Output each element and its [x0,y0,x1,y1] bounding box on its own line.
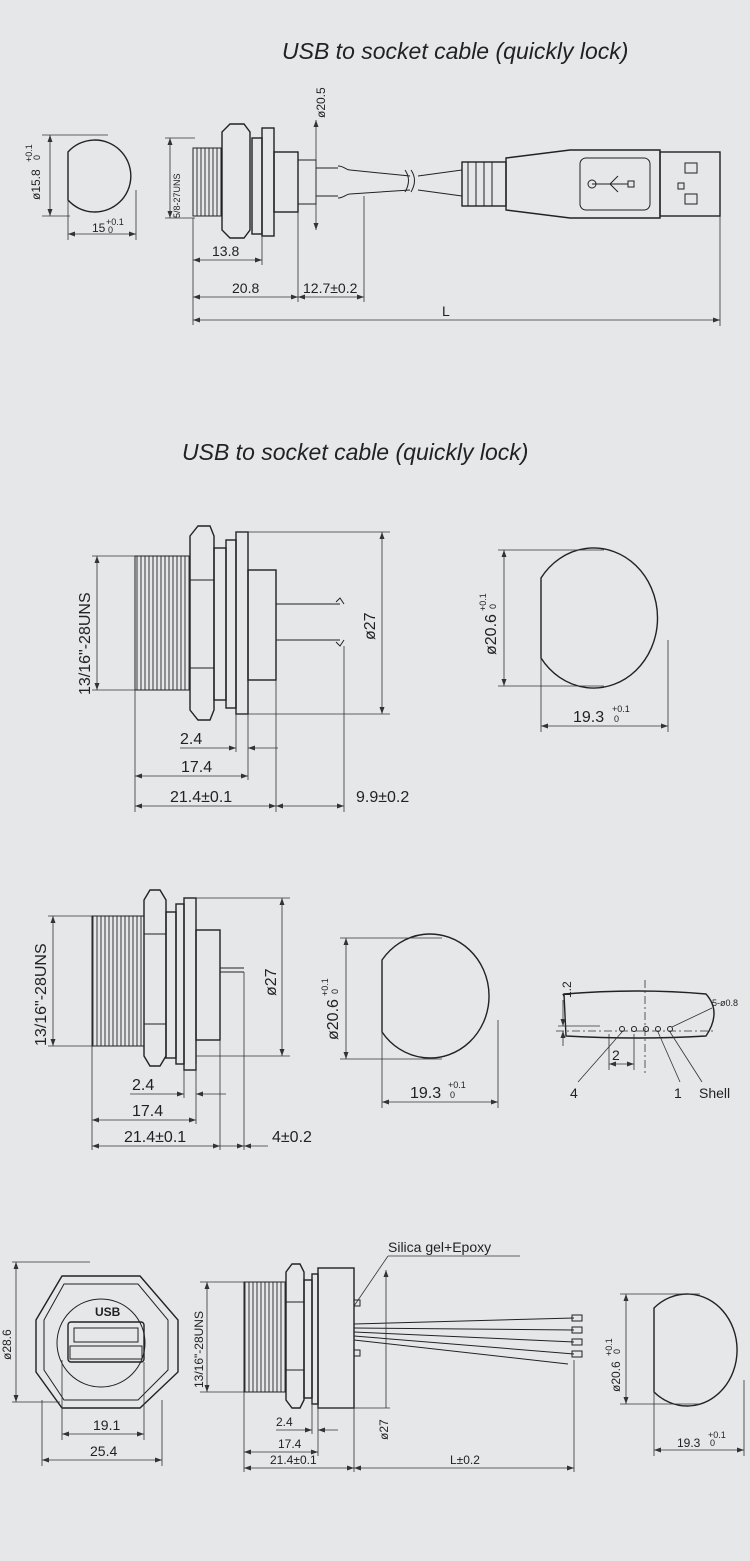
panel1-thread: 5/8-27UNS [172,173,182,218]
panel3-dim-4: 4±0.2 [272,1129,312,1146]
panel1-dim-12-7: 12.7±0.2 [303,280,358,296]
panel2-dim-17-4: 17.4 [181,759,212,776]
panel3-thread: 13/16"-28UNS [33,943,50,1046]
panel3-end-view: ø20.6 +0.1 0 19.3 +0.1 0 [320,933,499,1108]
panel4-dim-19-1: 19.1 [93,1417,120,1433]
panel4-thread: 13/16"-28UNS [192,1311,206,1388]
svg-text:+0.1: +0.1 [612,704,630,714]
svg-text:+0.1: +0.1 [448,1080,466,1090]
panel2-width-19-3: 19.3 [573,709,604,726]
panel3-dim-21-4: 21.4±0.1 [124,1129,186,1146]
panel3-dim-2: 2 [612,1047,620,1063]
panel3-holes: 5-ø0.8 [712,998,738,1008]
svg-text:+0.1: +0.1 [708,1430,726,1440]
svg-text:0: 0 [614,714,619,724]
panel3-dimensions: ø27 13/16"-28UNS 2.4 17.4 21.4±0.1 4±0.2 [33,897,312,1150]
svg-text:0: 0 [108,225,113,235]
panel2-dim-21-4: 21.4±0.1 [170,789,232,806]
panel2-dia-27: ø27 [362,612,379,640]
panel3-dim-2-4: 2.4 [132,1077,154,1094]
svg-text:0: 0 [32,155,42,160]
title-second: USB to socket cable (quickly lock) [182,439,529,465]
panel4-dim-2-4: 2.4 [276,1415,293,1429]
panel3-width-19-3: 19.3 [410,1085,441,1102]
svg-text:0: 0 [450,1090,455,1100]
panel-1-usb-cable: ø15.8 +0.1 0 15 +0.1 0 [24,87,721,326]
svg-text:+0.1: +0.1 [604,1338,614,1356]
panel1-length-L: L [442,303,450,319]
panel3-dia-27: ø27 [263,968,280,996]
panel3-dia-20-6: ø20.6 [325,999,342,1040]
panel3-pinout-view: 1.2 5-ø0.8 2 4 1 Shell [556,980,738,1101]
panel4-silica-label: Silica gel+Epoxy [388,1239,491,1255]
panel2-dia-20-6: ø20.6 [483,614,500,655]
panel1-dim-20-8: 20.8 [232,280,259,296]
panel4-dia-27: ø27 [377,1419,391,1440]
panel4-dim-25-4: 25.4 [90,1443,117,1459]
panel3-dim-17-4: 17.4 [132,1103,163,1120]
title-top: USB to socket cable (quickly lock) [282,38,629,64]
panel1-dia-20-5: ø20.5 [314,87,328,118]
svg-text:0: 0 [710,1438,715,1448]
panel4-dim-17-4: 17.4 [278,1437,302,1451]
pin-holes [619,1026,673,1032]
panel2-connector [134,525,345,721]
panel4-usb-label: USB [95,1305,121,1319]
panel4-dim-L: L±0.2 [450,1453,480,1467]
panel4-dim-21-4: 21.4±0.1 [270,1453,317,1467]
panel2-dimensions: ø27 13/16"-28UNS 2.4 17.4 21.4±0.1 9.9±0… [77,531,409,812]
svg-text:+0.1: +0.1 [478,593,488,611]
svg-text:0: 0 [330,989,340,994]
panel2-thread: 13/16"-28UNS [77,592,94,695]
panel4-width-19-3: 19.3 [677,1436,701,1450]
panel1-end-view: ø15.8 +0.1 0 15 +0.1 0 [24,134,137,240]
svg-text:0: 0 [612,1349,622,1354]
panel1-dimensions: 5/8-27UNS ø20.5 13.8 20.8 12.7±0.2 L [165,87,721,326]
panel3-shell: Shell [699,1085,730,1101]
panel1-width-15: 15 [92,221,106,235]
panel4-dia-20-6: ø20.6 [609,1361,623,1392]
panel3-dim-1-2: 1.2 [560,981,574,998]
svg-text:+0.1: +0.1 [106,217,124,227]
panel-2-socket: ø27 13/16"-28UNS 2.4 17.4 21.4±0.1 9.9±0… [77,525,669,812]
svg-text:+0.1: +0.1 [24,144,34,162]
panel2-dim-9-9: 9.9±0.2 [356,789,409,806]
panel4-dia-28-6: ø28.6 [0,1329,14,1360]
svg-text:0: 0 [488,604,498,609]
panel4-front-view: USB ø28.6 19.1 25.4 [0,1261,179,1466]
panel3-connector [91,889,244,1071]
panel4-side-view: Silica gel+Epoxy 13/16"-28UNS ø27 2.4 17… [192,1239,583,1472]
panel-3-socket: ø27 13/16"-28UNS 2.4 17.4 21.4±0.1 4±0.2 [33,889,738,1150]
panel1-connector [192,123,721,239]
panel1-dim-13-8: 13.8 [212,243,239,259]
panel2-dim-2-4: 2.4 [180,731,202,748]
panel2-end-view: ø20.6 +0.1 0 19.3 +0.1 0 [478,547,669,732]
panel4-end-view: ø20.6 +0.1 0 19.3 +0.1 0 [604,1293,745,1456]
panel1-dia-15-8: ø15.8 [29,169,43,200]
panel3-pin-4: 4 [570,1085,578,1101]
panel3-pin-1: 1 [674,1085,682,1101]
panel-4-socket-front: USB ø28.6 19.1 25.4 [0,1239,745,1472]
svg-text:+0.1: +0.1 [320,978,330,996]
